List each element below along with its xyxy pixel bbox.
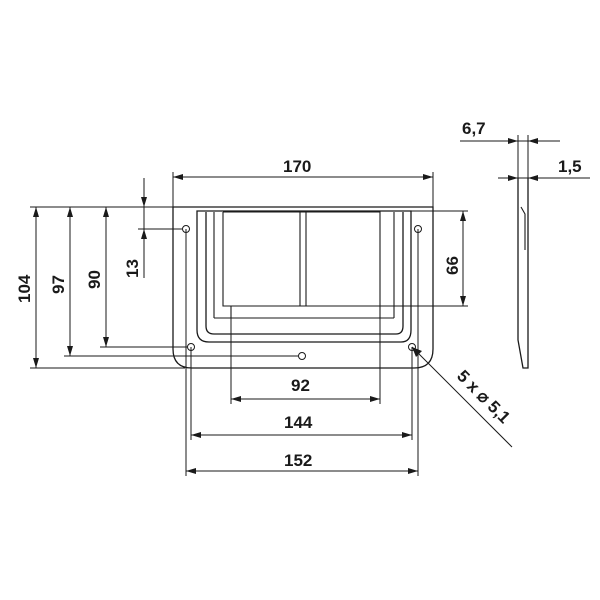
side-view: 6,7 1,5 — [460, 119, 590, 369]
thickness-label: 1,5 — [558, 157, 582, 176]
dim-144-arrow-left — [191, 432, 201, 438]
dim-92-arrow-right — [370, 396, 380, 402]
hole-callout: 5 x ⌀ 5,1 — [411, 346, 514, 448]
plate-outline — [172, 206, 434, 369]
dim-144-arrow-right — [402, 432, 412, 438]
dim-152-arrow-right — [408, 468, 418, 474]
front-view — [172, 206, 434, 369]
dim-104-arrow-bottom — [33, 358, 39, 368]
dim-97-label: 97 — [49, 275, 68, 294]
dim-170-arrow-right — [423, 174, 433, 180]
side-depth-arrow-right — [528, 138, 538, 144]
dim-13-arrow-bottom — [141, 229, 147, 239]
dim-152-label: 152 — [284, 451, 312, 470]
thickness-arrow-right — [528, 175, 538, 181]
dim-92-arrow-left — [231, 396, 241, 402]
dim-152-arrow-left — [186, 468, 196, 474]
dim-170-label: 170 — [283, 157, 311, 176]
dim-13-arrow-top — [141, 197, 147, 207]
handle-outer — [205, 212, 404, 335]
side-profile — [517, 178, 529, 369]
dim-90-arrow-bottom — [103, 337, 109, 347]
handle-inner — [223, 211, 381, 318]
handle-inner-left — [222, 212, 231, 307]
side-depth-arrow-left — [508, 138, 518, 144]
dim-66-arrow-top — [460, 211, 466, 221]
dim-90-arrow-top — [103, 207, 109, 217]
dim-170-arrow-left — [173, 174, 183, 180]
dim-104-arrow-top — [33, 207, 39, 217]
dim-97-arrow-bottom — [67, 346, 73, 356]
dim-92-label: 92 — [291, 376, 310, 395]
horizontal-dimensions: 170 92 144 152 — [172, 157, 434, 476]
mounting-hole-bottom-centre — [298, 352, 306, 360]
dim-66-arrow-bottom — [460, 296, 466, 306]
vertical-dimensions: 104 97 90 13 66 — [15, 178, 468, 369]
side-profile-inner — [520, 206, 526, 250]
dim-144-label: 144 — [284, 413, 313, 432]
dim-66-label: 66 — [443, 256, 462, 275]
dim-97-arrow-top — [67, 207, 73, 217]
hole-leader-line — [411, 346, 513, 448]
recess-outline — [196, 210, 412, 343]
dim-104-label: 104 — [15, 274, 34, 303]
dim-13-label: 13 — [123, 259, 142, 278]
side-depth-label: 6,7 — [462, 119, 486, 138]
dim-90-label: 90 — [85, 270, 104, 289]
hole-leader-arrow — [412, 347, 422, 357]
thickness-arrow-left — [508, 175, 518, 181]
